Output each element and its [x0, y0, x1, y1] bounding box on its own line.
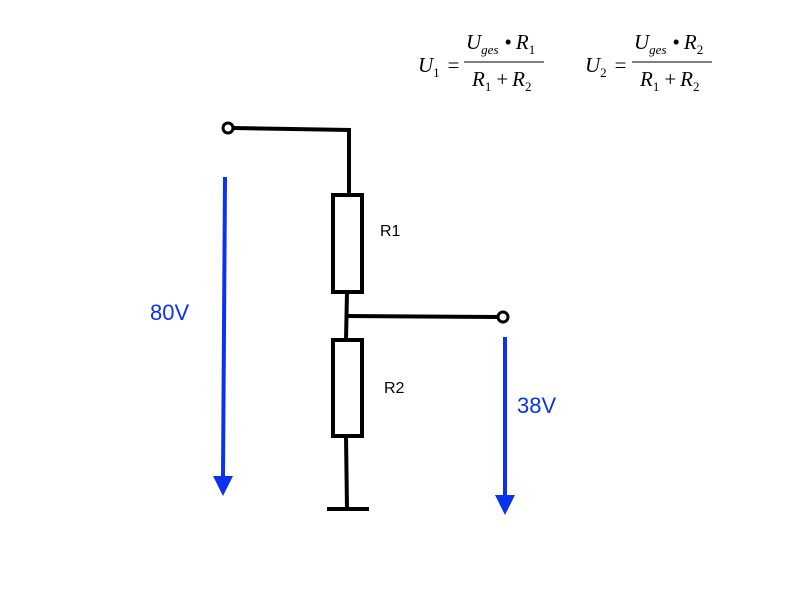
formula-u2-den-r2-sub: 2: [693, 79, 700, 94]
circuit-wiring: [232, 126, 498, 511]
formula-u1-num-r: R: [515, 30, 529, 54]
formula-u2-equals: =: [615, 53, 627, 77]
formula-u2-den-r1-sub: 1: [653, 79, 660, 94]
output-voltage-arrow: [495, 337, 515, 515]
resistor-r1: [331, 193, 364, 294]
formula-u2: U2= Uges•R2 R1+R2: [585, 30, 712, 94]
resistor-r2: [331, 338, 364, 438]
formula-u2-lhs-sub: 2: [600, 65, 607, 80]
input-voltage-arrow: [213, 176, 233, 496]
svg-text:Uges•R2: Uges •R2: [634, 30, 703, 57]
formula-u2-num-var-sub: ges: [649, 42, 666, 57]
formula-u2-num-r: R: [683, 30, 697, 54]
svg-text:Uges•R1: Uges •R1: [466, 30, 535, 57]
formula-u1-den-r2-sub: 2: [525, 79, 532, 94]
formula-u1-lhs-sub: 1: [433, 65, 440, 80]
formula-u2-lhs: U: [585, 53, 602, 77]
formula-u1-num-var-sub: ges: [481, 42, 498, 57]
formula-u1-den-r1: R: [471, 67, 485, 91]
formula-u1-dot: •: [505, 30, 512, 54]
svg-text:U1=: U1 =: [418, 53, 460, 80]
formula-u1-den-r1-sub: 1: [485, 79, 492, 94]
svg-text:U2=: U2 =: [585, 53, 627, 80]
output-wire: [345, 314, 498, 319]
input-arrowhead: [213, 476, 233, 496]
formula-u2-plus: +: [664, 67, 676, 91]
formula-u1-den-r2: R: [511, 67, 525, 91]
svg-text:R1+R2: R1+R2: [471, 67, 532, 94]
resistor-r2-label: R2: [384, 380, 405, 397]
formula-u2-num-var: U: [634, 30, 651, 54]
formula-u2-num-r-sub: 2: [697, 42, 704, 57]
formula-u2-den-r2: R: [679, 67, 693, 91]
input-terminal: [221, 121, 235, 135]
svg-text:R1+R2: R1+R2: [639, 67, 700, 94]
resistor-r1-label: R1: [380, 223, 401, 240]
input-voltage-label: 80V: [150, 300, 189, 325]
input-wire-top: [232, 126, 352, 132]
formula-u1-plus: +: [496, 67, 508, 91]
formula-u2-dot: •: [673, 30, 680, 54]
output-arrowhead: [495, 495, 515, 515]
formula-u1-num-var: U: [466, 30, 483, 54]
output-voltage-label: 38V: [517, 393, 556, 418]
output-terminal: [496, 310, 510, 324]
formula-u1-lhs: U: [418, 53, 435, 77]
wire-to-ground: [344, 435, 349, 510]
formula-u1-num-r-sub: 1: [529, 42, 536, 57]
formula-u1: U1= Uges•R1 R1+R2: [418, 30, 544, 94]
formula-u1-equals: =: [448, 53, 460, 77]
formula-u2-den-r1: R: [639, 67, 653, 91]
